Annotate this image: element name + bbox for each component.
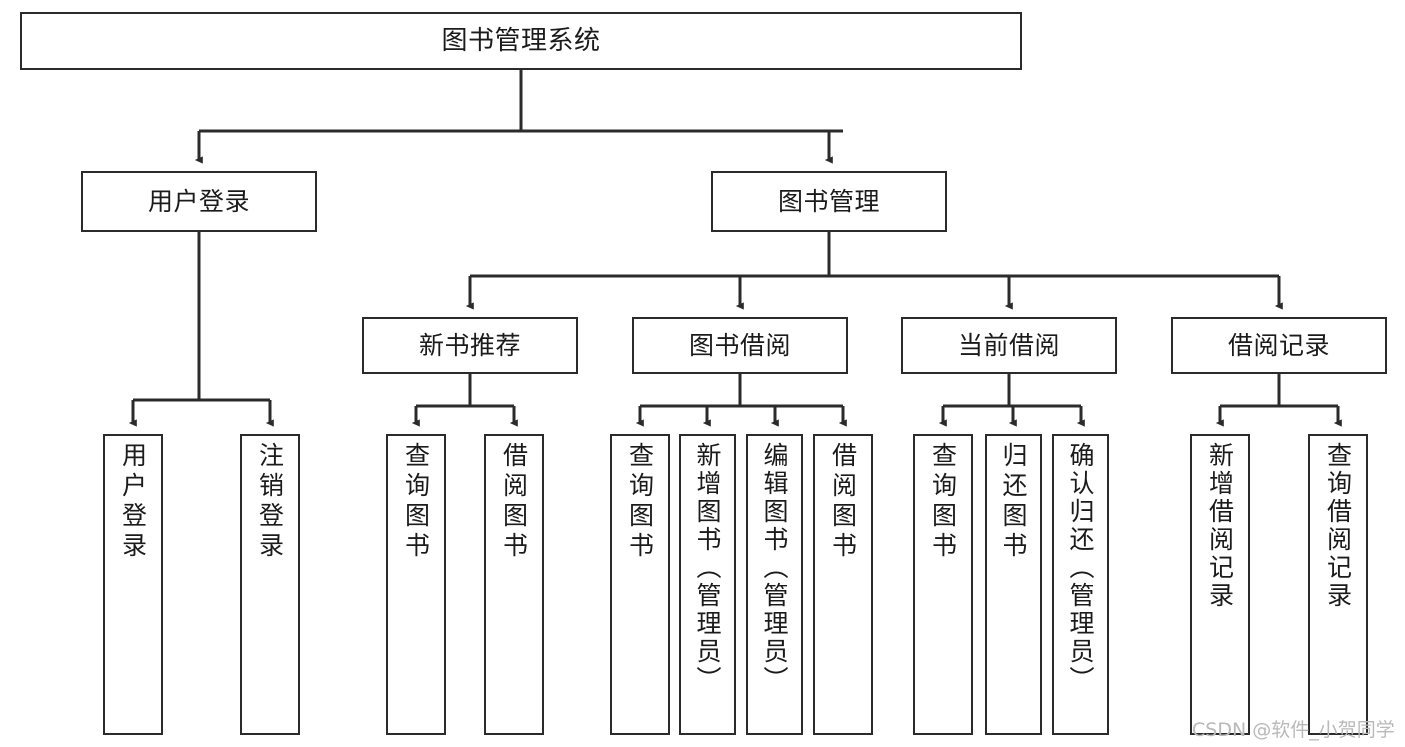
node-user-login-label: 用户登录 [147, 186, 250, 216]
node-current-borrow-label: 当前借阅 [957, 330, 1060, 360]
node-leaf-logout[interactable]: 注销登录 [240, 434, 300, 735]
node-leaf-query-book-1-label: 查询图书 [401, 442, 431, 562]
node-leaf-query-book-2[interactable]: 查询图书 [610, 434, 670, 735]
node-book-borrow[interactable]: 图书借阅 [632, 317, 848, 374]
node-leaf-edit-book[interactable]: 编辑图书（管理员） [746, 434, 803, 735]
node-leaf-query-borrow-record[interactable]: 查询借阅记录 [1308, 434, 1368, 735]
node-leaf-borrow-book-2-label: 借阅图书 [828, 442, 858, 562]
node-root-label: 图书管理系统 [441, 25, 601, 56]
node-book-management[interactable]: 图书管理 [711, 171, 947, 232]
node-leaf-return-book-label: 归还图书 [999, 442, 1028, 562]
node-leaf-add-borrow-record-label: 新增借阅记录 [1205, 442, 1235, 610]
node-leaf-query-book-2-label: 查询图书 [625, 442, 655, 562]
node-leaf-logout-label: 注销登录 [255, 442, 285, 562]
node-new-book-recommend[interactable]: 新书推荐 [362, 317, 578, 374]
node-leaf-edit-book-label: 编辑图书（管理员） [760, 442, 789, 694]
node-leaf-confirm-return[interactable]: 确认归还（管理员） [1052, 434, 1109, 735]
node-leaf-confirm-return-label: 确认归还（管理员） [1066, 442, 1095, 694]
node-leaf-borrow-book-2[interactable]: 借阅图书 [813, 434, 873, 735]
node-leaf-query-book-1[interactable]: 查询图书 [386, 434, 446, 735]
node-borrow-record[interactable]: 借阅记录 [1171, 317, 1387, 374]
node-leaf-query-book-3[interactable]: 查询图书 [913, 434, 973, 735]
node-new-book-recommend-label: 新书推荐 [418, 330, 521, 360]
node-leaf-borrow-book-1[interactable]: 借阅图书 [484, 434, 544, 735]
node-book-borrow-label: 图书借阅 [688, 330, 791, 360]
node-leaf-borrow-book-1-label: 借阅图书 [499, 442, 529, 562]
node-root[interactable]: 图书管理系统 [20, 12, 1022, 70]
node-current-borrow[interactable]: 当前借阅 [901, 317, 1117, 374]
watermark: CSDN @软件_小贺同学 [1192, 719, 1395, 741]
node-leaf-add-borrow-record[interactable]: 新增借阅记录 [1190, 434, 1250, 735]
node-leaf-query-book-3-label: 查询图书 [928, 442, 958, 562]
node-leaf-return-book[interactable]: 归还图书 [985, 434, 1042, 735]
node-borrow-record-label: 借阅记录 [1227, 330, 1330, 360]
node-book-management-label: 图书管理 [777, 186, 880, 216]
node-leaf-add-book-label: 新增图书（管理员） [693, 442, 722, 694]
node-leaf-user-login[interactable]: 用户登录 [103, 434, 163, 735]
node-leaf-user-login-label: 用户登录 [118, 442, 148, 562]
node-leaf-query-borrow-record-label: 查询借阅记录 [1323, 442, 1353, 610]
node-leaf-add-book[interactable]: 新增图书（管理员） [679, 434, 736, 735]
node-user-login[interactable]: 用户登录 [81, 171, 317, 232]
